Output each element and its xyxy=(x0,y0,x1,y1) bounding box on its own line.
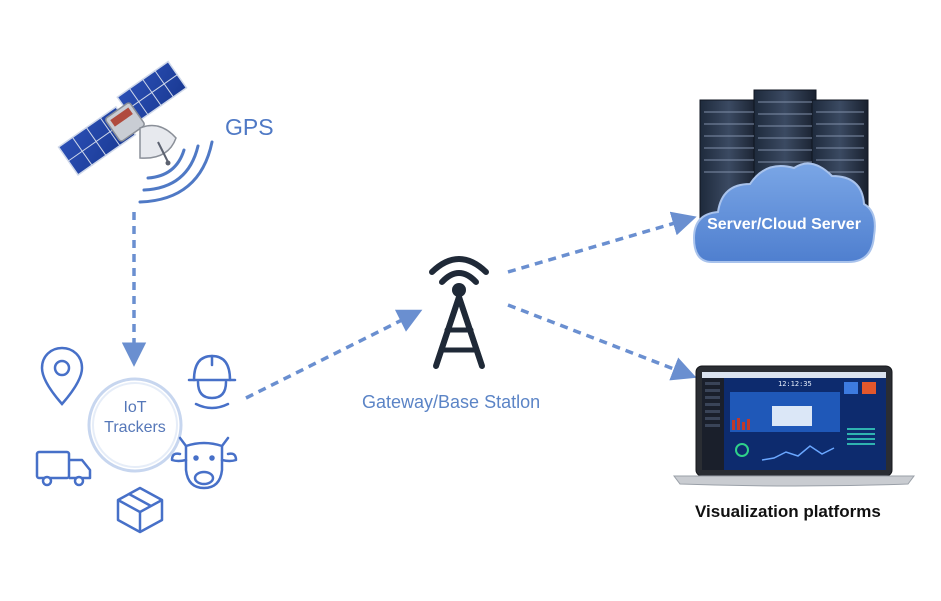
iot-hub-circle xyxy=(87,377,183,473)
package-box-icon xyxy=(116,486,164,534)
gateway-tower-icon xyxy=(429,256,489,369)
dashboard-graphics xyxy=(702,372,886,470)
worker-helmet-icon xyxy=(187,354,237,410)
dashboard-screen: 12:12:35 xyxy=(702,372,886,470)
dashboard-time: 12:12:35 xyxy=(778,380,812,388)
iot-trackers-label: IoT Trackers xyxy=(92,398,178,438)
arrow-iot-to-gateway xyxy=(245,309,423,400)
gps-label: GPS xyxy=(225,114,274,140)
iot-label-line2: Trackers xyxy=(104,419,166,436)
cloud-icon xyxy=(692,162,876,263)
arrow-gateway-to-server xyxy=(507,211,697,274)
cow-icon xyxy=(170,436,238,490)
gateway-label: Gateway/Base Statlon xyxy=(362,392,541,412)
arrow-gateway-to-visualization xyxy=(507,303,697,381)
iot-label-line1: IoT xyxy=(123,399,147,416)
location-pin-icon xyxy=(40,346,84,406)
gps-signal-icon xyxy=(138,140,214,204)
truck-icon xyxy=(35,450,92,487)
visualization-label: Visualization platforms xyxy=(695,502,881,521)
server-cloud-label: Server/Cloud Server xyxy=(707,216,861,233)
satellite-icon xyxy=(57,60,188,176)
